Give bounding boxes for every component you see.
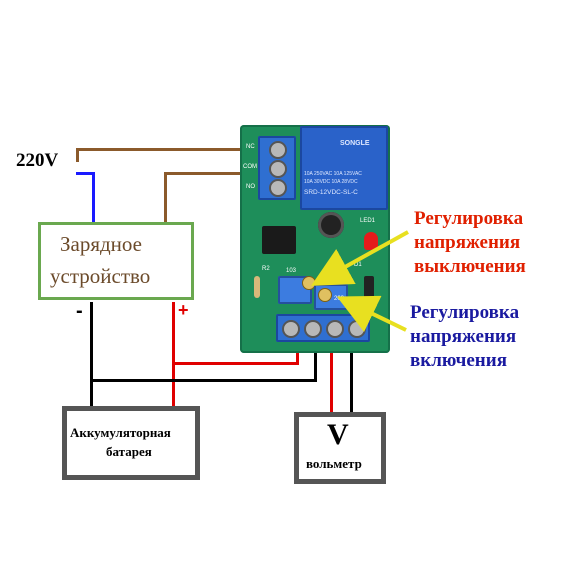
- resistor-label: R2: [262, 266, 270, 272]
- wire-charger-minus: [90, 302, 93, 410]
- relay-rating-line1: 10A 250VAC 10A 125VAC: [304, 171, 362, 177]
- terminal-screw-2: [304, 320, 322, 338]
- ic-chip: [262, 226, 296, 254]
- battery-label-line1: Аккумуляторная: [70, 425, 171, 440]
- battery-label-line2: батарея: [106, 444, 152, 459]
- pot-on-screw: [318, 288, 332, 302]
- terminal-screw-no: [269, 179, 287, 197]
- terminal-screw-nc: [269, 141, 287, 159]
- wire-220v-brown-horizontal: [78, 148, 258, 151]
- capacitor: [318, 212, 344, 238]
- off-adjust-label-line3: выключения: [414, 256, 526, 277]
- wire-board-black-horizontal: [90, 379, 316, 382]
- wire-220v-brown-vertical: [76, 148, 79, 162]
- led: [364, 232, 378, 250]
- voltmeter-box: [294, 412, 386, 484]
- voltmeter-label: вольметр: [306, 456, 362, 471]
- terminal-screw-1: [282, 320, 300, 338]
- wire-voltmeter-red: [330, 340, 333, 415]
- wire-relay-brown-vertical: [164, 172, 167, 224]
- wire-board-black-vertical: [314, 340, 317, 382]
- relay: [300, 126, 388, 210]
- diode-label: D1: [354, 262, 362, 268]
- on-adjust-label-line1: Регулировка: [410, 302, 520, 323]
- resistor: [254, 276, 260, 298]
- off-adjust-label-line2: напряжения: [414, 232, 521, 253]
- wire-charger-plus: [172, 302, 175, 410]
- battery-box: [62, 406, 200, 480]
- relay-brand: SONGLE: [340, 140, 370, 147]
- relay-rating-line2: 10A 30VDC 10A 28VDC: [304, 179, 358, 185]
- wire-220v-blue-vertical: [92, 172, 95, 224]
- terminal-screw-com: [269, 160, 287, 178]
- wire-voltmeter-black: [350, 340, 353, 415]
- charger-minus-label: -: [76, 300, 83, 322]
- off-adjust-label-line1: Регулировка: [414, 208, 524, 229]
- charger-label-line2: устройство: [50, 264, 151, 288]
- nc-label: NC: [246, 144, 255, 150]
- charger-plus-label: +: [178, 300, 189, 320]
- voltage-220-label: 220V: [16, 150, 59, 171]
- voltmeter-symbol: V: [327, 418, 349, 451]
- relay-model: SRD-12VDC-SL-C: [304, 189, 358, 196]
- com-label: COM: [243, 164, 257, 170]
- charger-label-line1: Зарядное: [60, 232, 143, 256]
- pot-off-code: 103: [286, 268, 297, 274]
- wire-relay-brown-horizontal: [165, 172, 258, 175]
- on-adjust-label-line2: напряжения: [410, 326, 517, 347]
- led-label: LED1: [360, 218, 376, 224]
- charger-box: [38, 222, 194, 300]
- arrow-off-adjust: [311, 230, 409, 286]
- diode: [364, 276, 374, 302]
- on-adjust-label-line3: включения: [410, 350, 507, 371]
- no-label: NO: [246, 184, 255, 190]
- arrow-on-adjust: [336, 295, 407, 332]
- wire-220v-blue-horizontal: [76, 172, 94, 175]
- wire-board-red-horizontal: [172, 362, 298, 365]
